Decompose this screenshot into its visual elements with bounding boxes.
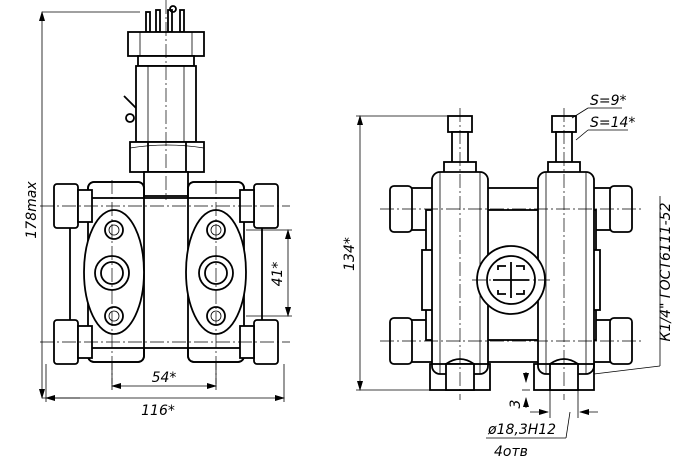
side-view: 134* S=9* S=14* К1/4" ГОСТ6111-52 3 ø18,… (342, 93, 674, 460)
bore-diameter: ø18,3Н12 (487, 422, 556, 438)
dim-54: 54* (152, 370, 177, 386)
connector-pins (145, 5, 185, 33)
wrench-size-small: S=9* (590, 93, 627, 109)
dim-41: 41* (270, 262, 286, 287)
front-view: 178max 41* 54* 116* (24, 0, 292, 419)
dim-134: 134* (342, 237, 358, 271)
bore-depth: 3 (508, 400, 524, 409)
thread-spec: К1/4" ГОСТ6111-52 (658, 202, 674, 341)
dim-178max: 178max (24, 181, 40, 239)
wrench-size-large: S=14* (590, 115, 635, 131)
hole-count: 4отв (494, 444, 528, 460)
left-oval (83, 209, 145, 335)
dim-116: 116* (141, 403, 175, 419)
hex-nut (129, 141, 205, 173)
